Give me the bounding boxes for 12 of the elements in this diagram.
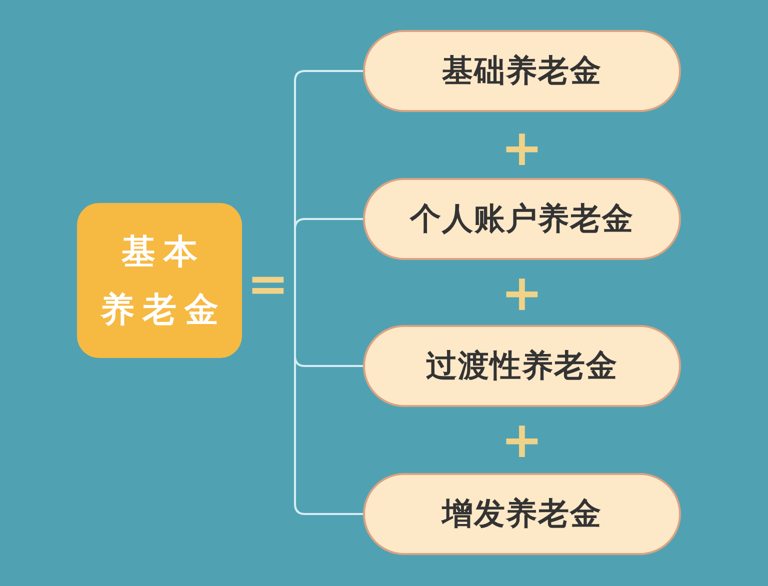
pill-label: 个人账户养老金	[410, 202, 634, 236]
pill-label: 基础养老金	[442, 54, 602, 88]
connector-line	[294, 290, 363, 515]
plus-sign: +	[501, 123, 543, 173]
plus-sign: +	[501, 415, 543, 465]
box-label: 基本养老金	[99, 230, 228, 332]
connector-line	[294, 218, 363, 290]
pill-label: 过渡性养老金	[426, 348, 618, 384]
equals-sign: =	[247, 259, 289, 309]
rounded-box	[77, 203, 242, 358]
pill-label: 增发养老金	[442, 496, 602, 532]
plus-sign: +	[501, 268, 543, 318]
